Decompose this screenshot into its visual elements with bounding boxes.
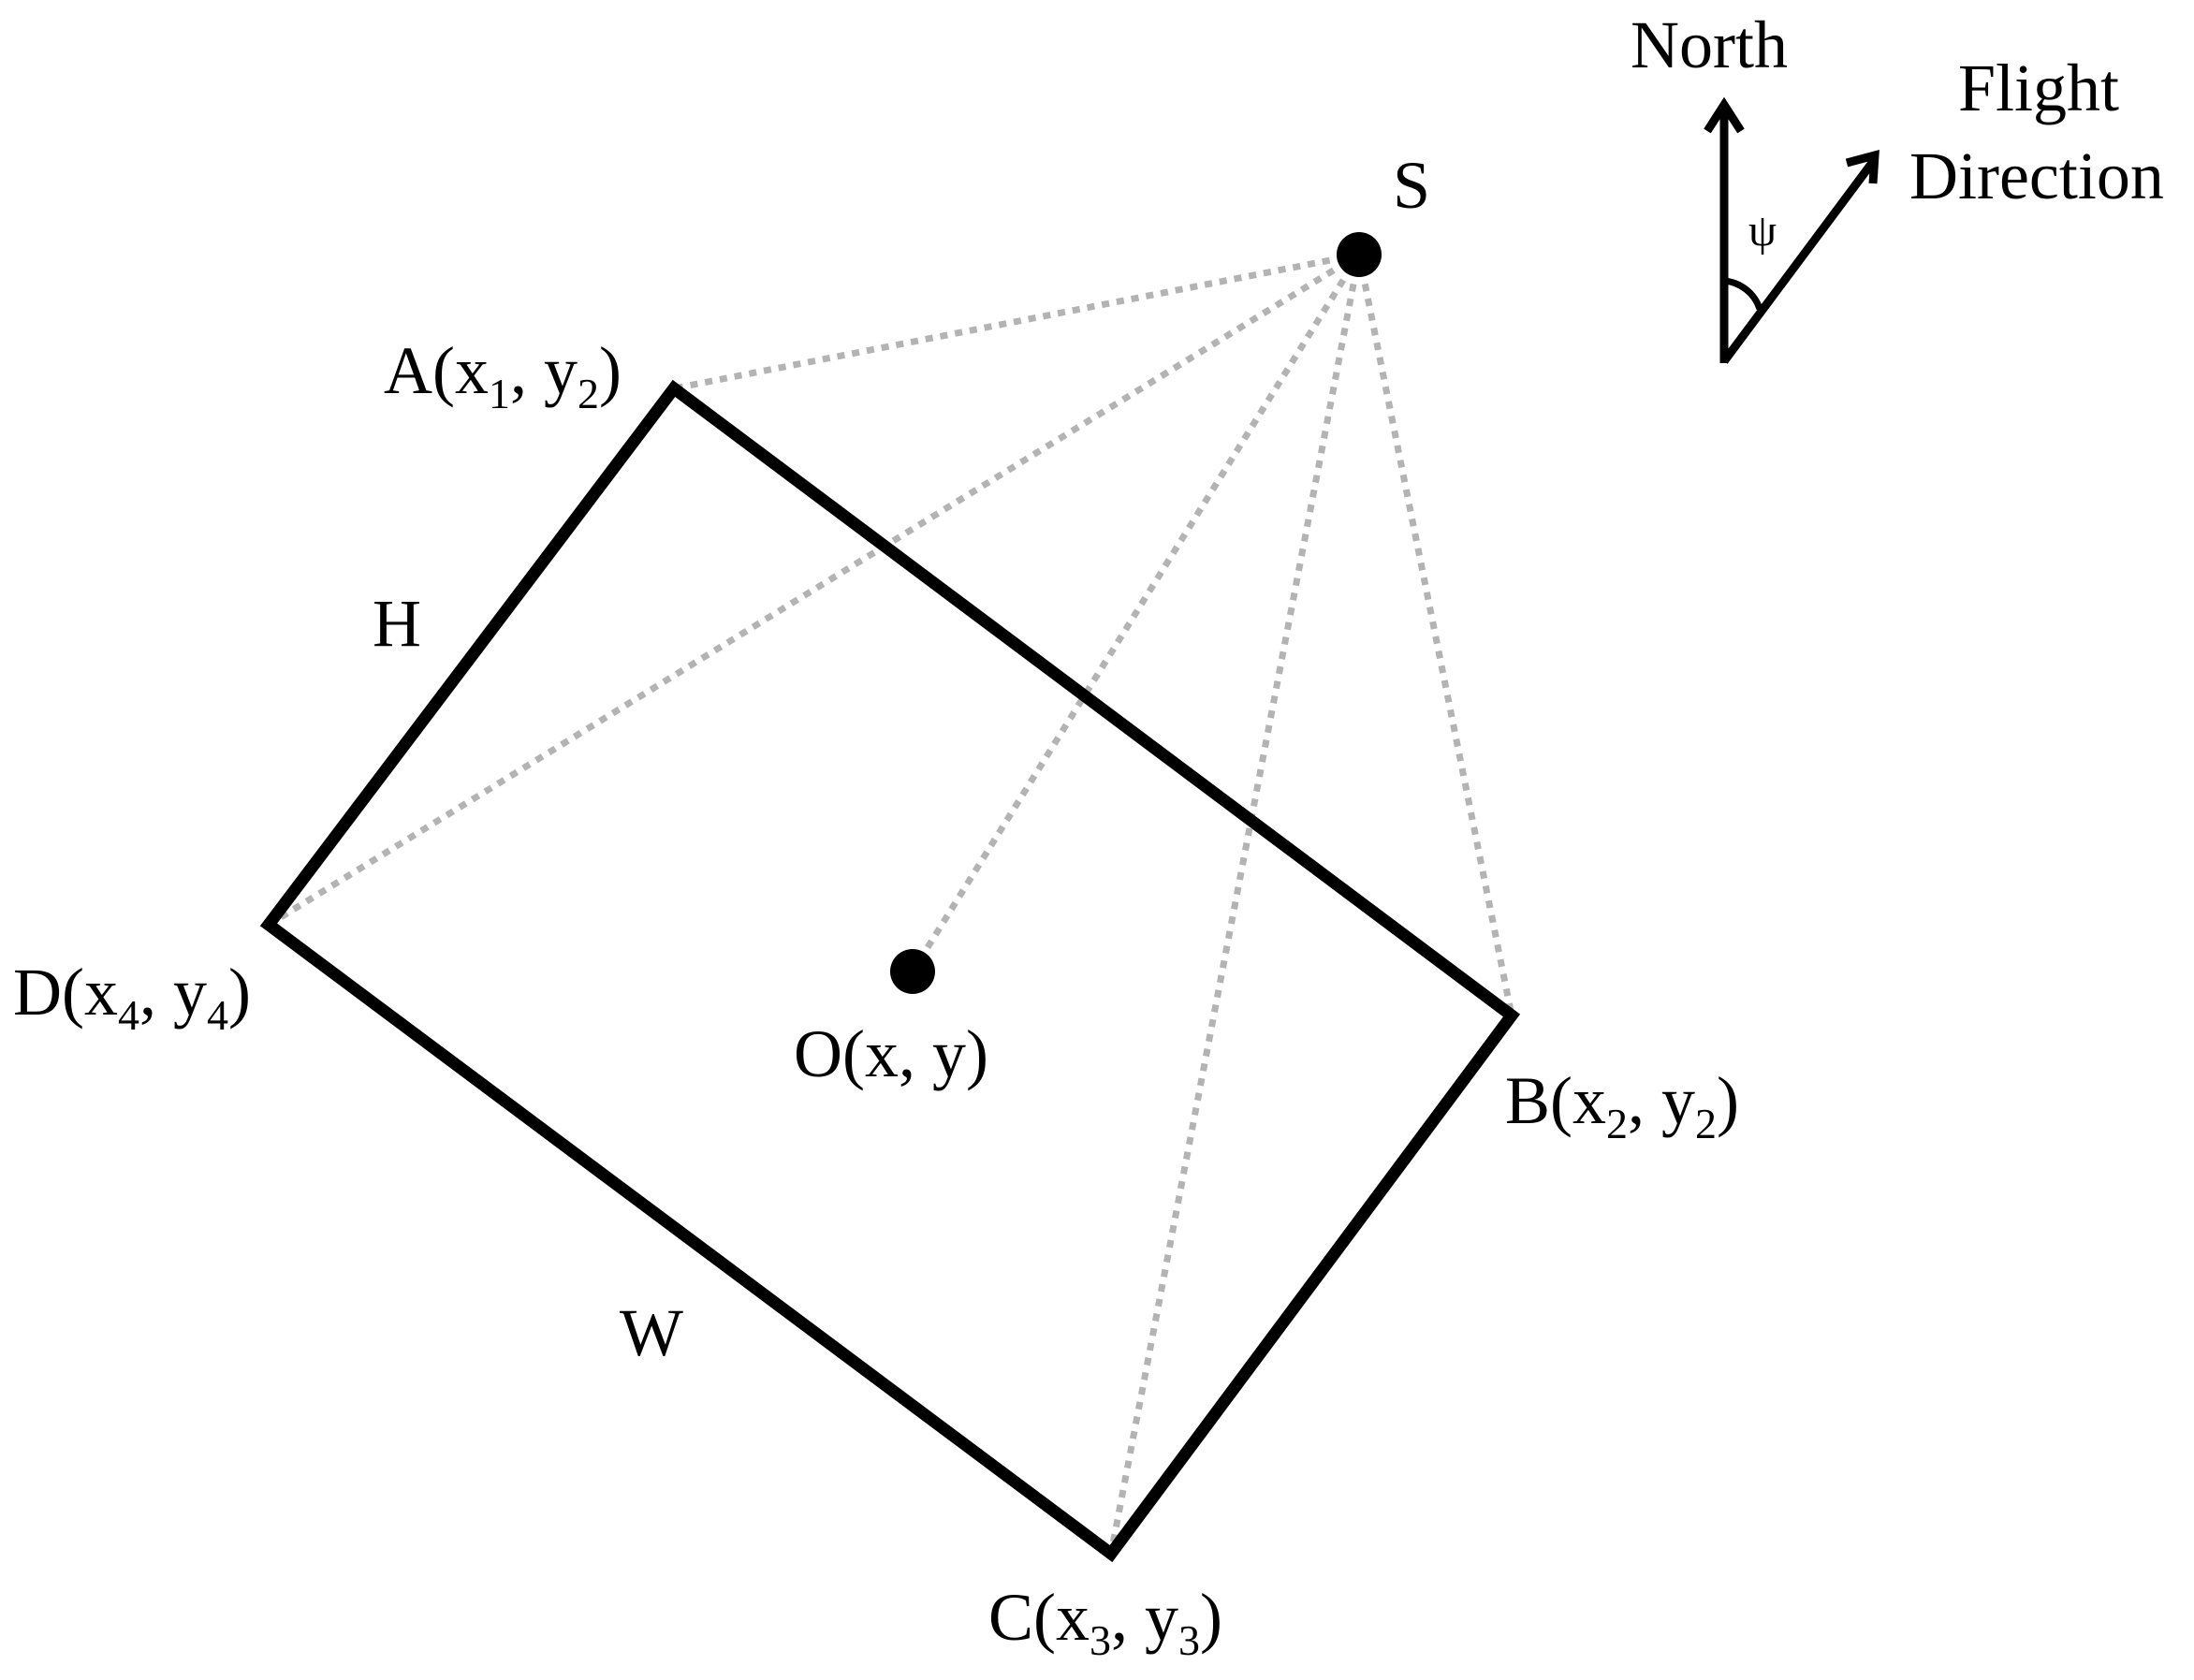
ray-s-to-b xyxy=(1355,254,1515,1016)
sensor-label-s: S xyxy=(1393,148,1430,223)
center-label-o: O(x, y) xyxy=(794,1016,988,1091)
flight-direction-arrow xyxy=(1720,150,1880,364)
corner-label-b: B(x2, y2) xyxy=(1505,1063,1739,1147)
corner-label-c: C(x3, y3) xyxy=(988,1580,1222,1664)
north-label: North xyxy=(1631,7,1788,82)
ray-s-to-a xyxy=(673,251,1360,392)
footprint-rectangle xyxy=(259,379,1521,1563)
width-label-w: W xyxy=(620,1295,683,1370)
flight-label-line1: Flight xyxy=(1958,51,2119,125)
ray-s-to-d xyxy=(267,252,1361,928)
ray-s-to-o xyxy=(910,253,1362,973)
corner-label-d: D(x4, y4) xyxy=(13,955,251,1039)
height-label-h: H xyxy=(373,586,421,661)
center-point-o xyxy=(890,949,935,994)
flight-label-line2: Direction xyxy=(1909,139,2164,213)
projection-rays xyxy=(267,251,1515,1555)
north-arrow xyxy=(1704,96,1745,363)
sensor-point-s xyxy=(1337,232,1382,277)
corner-label-a: A(x1, y2) xyxy=(384,333,622,417)
psi-label: ψ xyxy=(1748,206,1777,256)
heading-angle-arc xyxy=(1723,277,1763,311)
ray-s-to-c xyxy=(1107,254,1363,1555)
